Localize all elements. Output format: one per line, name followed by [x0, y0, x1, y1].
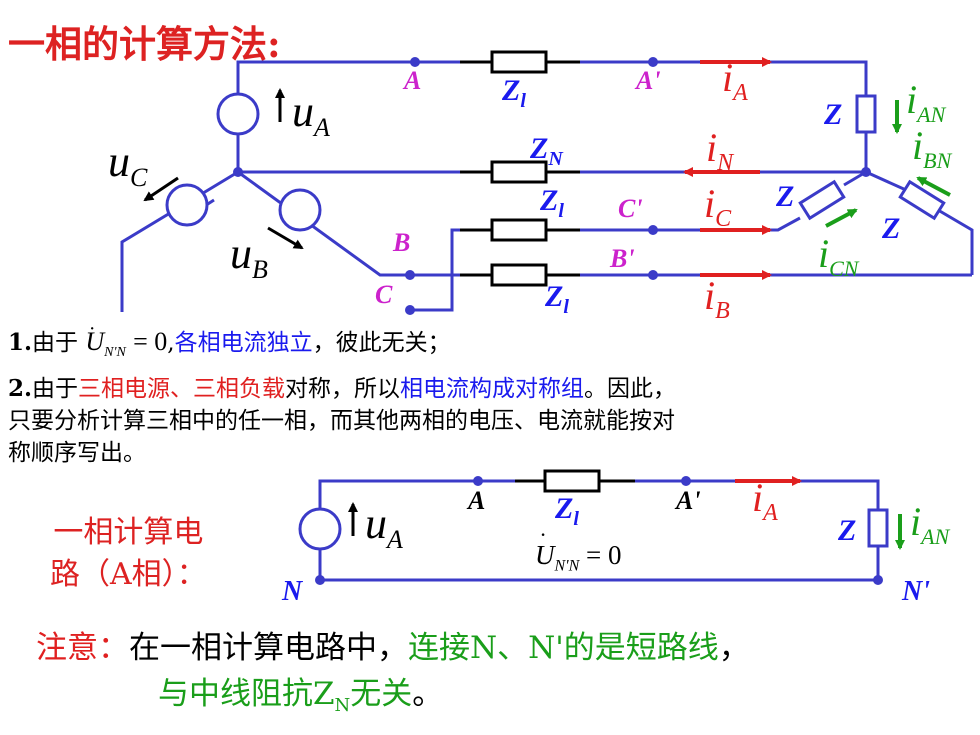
c1-label-Z-B: Z	[882, 212, 901, 245]
c2-node-N-prime: N'	[902, 576, 930, 607]
point-1: 1.由于 ·UN'N = 0,各相电流独立，彼此无关；	[8, 318, 451, 361]
c1-label-ZN: ZN	[530, 132, 563, 170]
c1-label-iN: iN	[706, 125, 734, 176]
c2-label-iAN: iAN	[910, 499, 950, 549]
c2-source-uA	[298, 507, 342, 551]
point-2: 2.由于三相电源、三相负载对称，所以相电流构成对称组。因此， 只要分析计算三相中…	[8, 375, 677, 466]
c1-node-B-prime: B'	[610, 244, 635, 273]
c1-node-A: A	[404, 66, 422, 95]
c1-label-Zl-A: Zl	[502, 74, 526, 112]
source-uC	[165, 183, 209, 227]
c2-node-N: N	[282, 576, 303, 607]
arrow-iBN	[916, 176, 951, 197]
load-ZA	[855, 94, 877, 134]
c1-node-A-prime: A'	[636, 66, 661, 95]
load-ZC	[798, 179, 846, 221]
c1-label-Z-A: Z	[824, 98, 843, 131]
c2-label-Z: Z	[838, 514, 857, 547]
c2-equation: ·UN'N = 0	[535, 522, 622, 575]
c1-label-Zl-B: Zl	[545, 280, 569, 318]
page-title: 一相的计算方法:	[8, 22, 281, 66]
c1-label-uA: uA	[292, 87, 330, 142]
nodes-c1	[233, 57, 871, 315]
source-uA	[216, 92, 260, 136]
c2-node-A: A	[468, 486, 486, 515]
c1-node-C: C	[375, 280, 393, 309]
c1-label-Zl-C: Zl	[540, 184, 564, 222]
c2-label-Zl: Zl	[555, 492, 579, 530]
c1-label-iCN: iCN	[818, 231, 859, 281]
c1-label-iB: iB	[704, 273, 730, 324]
source-uB	[278, 188, 322, 232]
c1-label-iAN: iAN	[906, 77, 946, 127]
arrow-iCN	[825, 208, 858, 228]
c1-label-iBN: iBN	[912, 123, 952, 173]
c1-node-B: B	[393, 228, 411, 257]
c2-label-uA: uA	[365, 499, 403, 554]
one-phase-circuit-label: 一相计算电 路（A相）：	[50, 515, 207, 592]
c1-label-iC: iC	[704, 181, 732, 232]
c1-label-Z-C: Z	[776, 180, 795, 213]
c1-label-iA: iA	[722, 55, 748, 106]
c2-load-Z	[867, 508, 889, 548]
c1-label-uC: uC	[108, 137, 148, 192]
arrow-uC	[143, 176, 179, 202]
c1-label-uB: uB	[230, 229, 268, 284]
arrow-uB	[267, 226, 304, 250]
c2-node-A-prime: A'	[676, 486, 701, 515]
load-ZB	[898, 179, 946, 221]
c1-node-C-prime: C'	[618, 194, 643, 223]
impedances-c1	[460, 50, 580, 287]
c2-label-iA: iA	[752, 475, 778, 526]
note-line-2: 与中线阻抗ZN无关。	[158, 676, 444, 717]
note-line-1: 注意：在一相计算电路中，连接N、N'的是短路线，	[36, 630, 750, 666]
